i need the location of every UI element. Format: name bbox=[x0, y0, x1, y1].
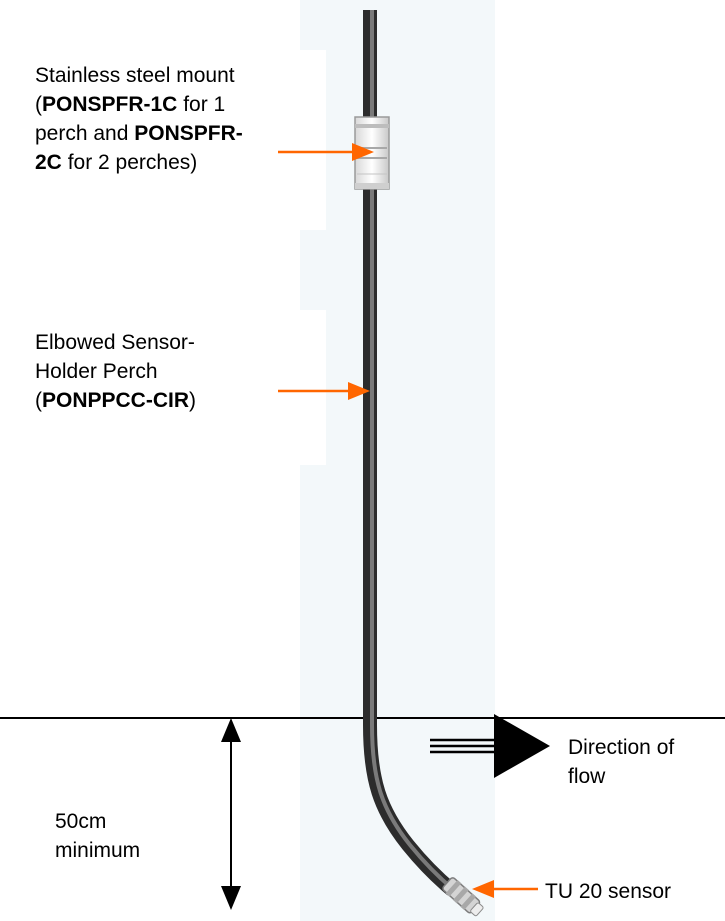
mount-code-2c-part-2: 2C bbox=[35, 151, 62, 174]
mount-code-2c-part-1: PONSPFR- bbox=[134, 122, 243, 145]
perch-label-line-2: Holder Perch bbox=[35, 360, 158, 383]
perch-code: PONPPCC-CIR bbox=[42, 389, 190, 412]
mount-label: Stainless steel mount (PONSPFR-1C for 1 … bbox=[35, 61, 243, 177]
depth-label-line-2: minimum bbox=[55, 839, 141, 862]
flow-label-line-1: Direction of bbox=[568, 736, 675, 759]
column-notch-lower bbox=[300, 310, 326, 465]
mount-label-line-2: (PONSPFR-1C for 1 bbox=[35, 90, 243, 119]
sensor-pointer-arrow bbox=[472, 880, 538, 898]
mount-pointer-arrow bbox=[278, 143, 374, 161]
mount-label-paren: ( bbox=[35, 93, 42, 116]
mount-label-line-3: perch and PONSPFR- bbox=[35, 119, 243, 148]
depth-label-line-1: 50cm bbox=[55, 810, 107, 833]
column-notch-upper bbox=[300, 50, 326, 230]
perch-label-paren-open: ( bbox=[35, 389, 42, 412]
perch-label: Elbowed Sensor- Holder Perch (PONPPCC-CI… bbox=[35, 328, 196, 415]
mount-label-for-1: for 1 bbox=[177, 93, 226, 116]
mount-label-for-2: for 2 perches) bbox=[61, 151, 198, 174]
perch-pointer-arrow bbox=[278, 382, 370, 400]
depth-dimension-arrow bbox=[221, 718, 241, 910]
tu20-sensor bbox=[442, 877, 484, 917]
sensor-label: TU 20 sensor bbox=[545, 880, 672, 903]
mount-label-line-1: Stainless steel mount bbox=[35, 64, 235, 87]
mount-label-line-4: 2C for 2 perches) bbox=[35, 148, 243, 177]
background-column bbox=[300, 0, 495, 921]
mount-label-perch-and: perch and bbox=[35, 122, 135, 145]
mount-code-1c: PONSPFR-1C bbox=[42, 93, 178, 116]
perch-pipe-highlight bbox=[370, 10, 456, 892]
perch-label-line-1: Elbowed Sensor- bbox=[35, 331, 195, 354]
perch-label-paren-close: ) bbox=[189, 389, 197, 412]
flow-label: Direction of flow bbox=[568, 733, 674, 791]
perch-label-line-3: (PONPPCC-CIR) bbox=[35, 386, 196, 415]
depth-label: 50cm minimum bbox=[55, 807, 140, 865]
flow-label-line-2: flow bbox=[568, 765, 606, 788]
flow-direction-arrow bbox=[430, 714, 550, 778]
